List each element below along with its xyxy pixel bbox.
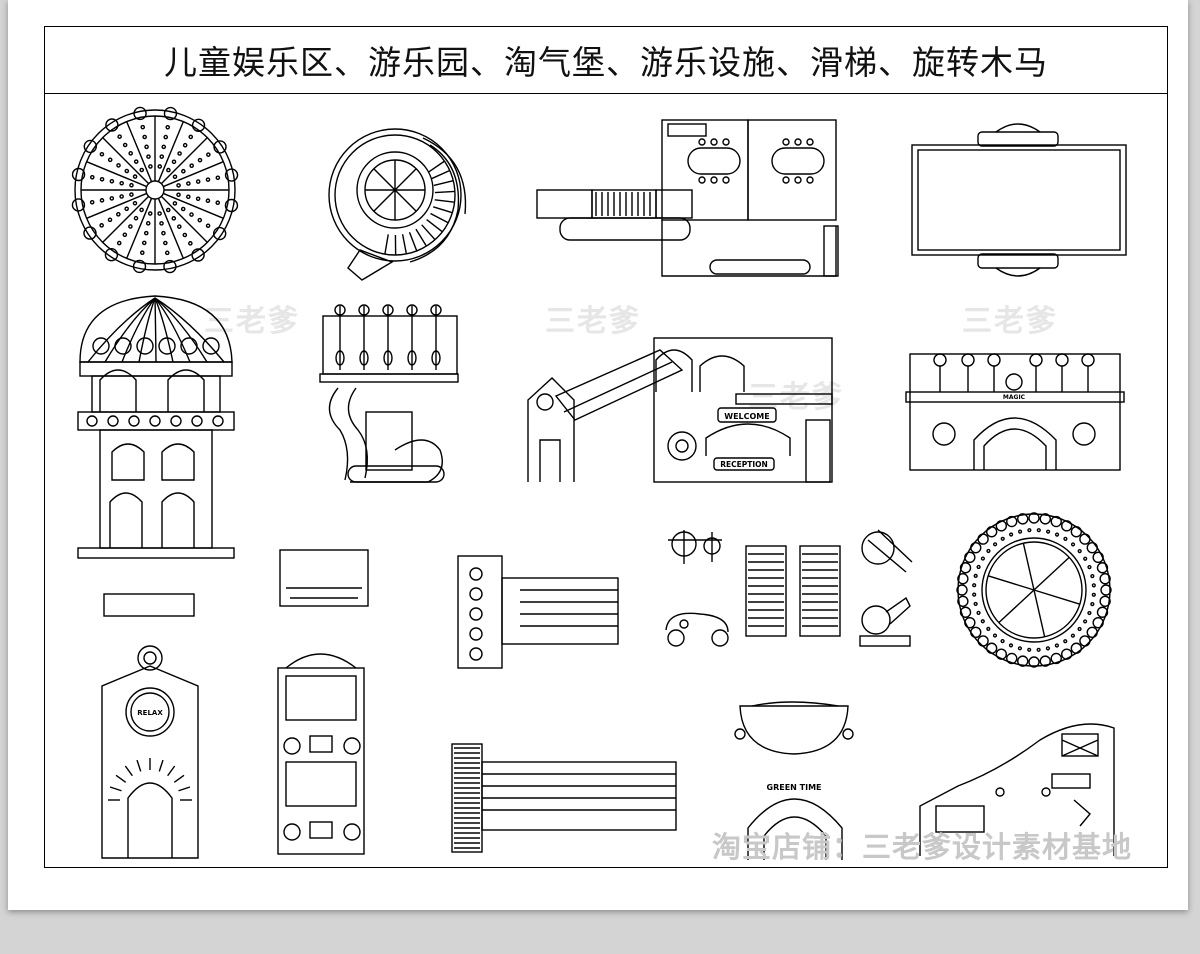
castle-facade-elevation: MAGIC [905,353,1125,471]
trampoline-top-view [911,123,1127,277]
magic-sign: MAGIC [1003,394,1026,401]
drawing-frame: 儿童娱乐区、游乐园、淘气堡、游乐设施、滑梯、旋转木马 [44,26,1168,868]
double-cabinet-elevation [277,653,365,855]
page-title: 儿童娱乐区、游乐园、淘气堡、游乐设施、滑梯、旋转木马 [164,43,1048,82]
slide-tower-elevation [319,304,459,483]
bench-plan [103,593,195,617]
reception-sign: RECEPTION [720,460,768,469]
ball-wall-tubes [457,555,619,669]
playground-plan [919,723,1115,856]
indoor-playground-elevation: WELCOME RECEPTION [527,337,833,483]
relax-booth-elevation: RELAX [101,645,199,859]
small-rides [665,529,913,647]
drawing-sheet: 儿童娱乐区、游乐园、淘气堡、游乐设施、滑梯、旋转木马 [8,0,1188,910]
welcome-sign: WELCOME [724,412,769,421]
dome-sign: GREEN TIME [767,783,822,792]
shop-watermark: 淘宝店铺：三老爹设计素材基地 [712,830,1133,864]
spiral-slide-top-view [328,128,467,281]
carousel-top-view [71,106,239,274]
title-band: 儿童娱乐区、游乐园、淘气堡、游乐设施、滑梯、旋转木马 [45,27,1167,94]
cabinet-plan [279,549,369,607]
large-carousel-top-view [956,512,1112,668]
tunnel-bridge-and-dome: GREEN TIME [734,701,854,860]
long-tube-slide-plan [451,743,677,853]
tower-elevation [77,295,235,559]
relax-sign: RELAX [137,709,163,717]
cabinet-shelf [286,587,362,599]
play-structure-top-view [536,119,839,277]
